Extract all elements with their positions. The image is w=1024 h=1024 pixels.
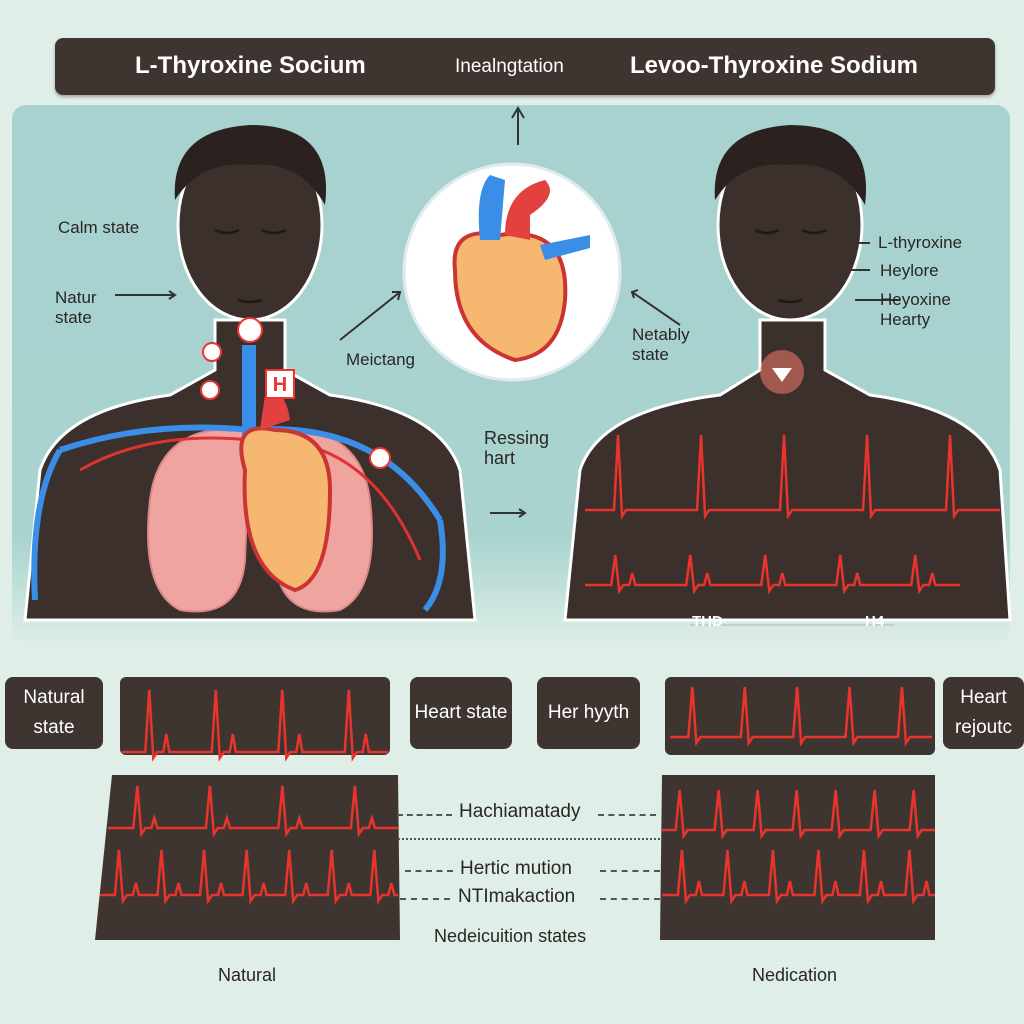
label-meictang: Meictang <box>346 350 415 369</box>
label-calm-state: Calm state <box>58 218 140 237</box>
x-marker-icon <box>202 342 222 362</box>
label-nedeicuition-states: Nedeicuition states <box>434 926 587 946</box>
dash-line <box>397 814 452 816</box>
axis-label-thd: THD <box>692 613 723 630</box>
box-her-hyyth: Her hyyth <box>537 677 640 749</box>
box-natural-state: Natural state <box>5 677 103 749</box>
h-marker-text: H <box>273 374 287 396</box>
axis-label-h4: H4 <box>865 613 885 630</box>
ecg-trace-right-body-1 <box>585 434 1000 520</box>
title-bar: L-Thyroxine Socium Inealngtation Levoo-T… <box>55 38 995 95</box>
left-title: L-Thyroxine Socium <box>135 52 366 79</box>
caption-nedication: Nedication <box>752 965 838 985</box>
arrow-icon <box>630 289 681 326</box>
label-netably-state: Netably state <box>632 325 690 364</box>
ecg-trace-medication-top <box>670 686 932 747</box>
label-heylore: Heylore <box>880 261 939 280</box>
ecg-trace-medication-mid <box>662 789 935 840</box>
ecg-trace-right-body-2 <box>585 554 960 595</box>
dash-line <box>600 870 660 872</box>
ecg-panel-medication-bottom <box>660 775 935 940</box>
center-title: Inealngtation <box>455 56 564 77</box>
label-hertic-mution: Hertic mution <box>460 858 572 879</box>
ecg-trace-natural-low <box>100 849 398 905</box>
arrow-icon <box>490 508 527 518</box>
box-heart-state: Heart state <box>410 677 512 749</box>
x-marker-icon <box>237 317 263 343</box>
dash-line <box>398 838 660 840</box>
arrow-icon <box>115 290 177 300</box>
ecg-trace-natural-mid <box>108 785 398 838</box>
dash-line <box>405 870 453 872</box>
label-natur-state: Natur state <box>55 288 97 327</box>
dash-line <box>600 898 660 900</box>
h-marker <box>265 369 295 399</box>
label-ntimakaction: NTImakaction <box>458 886 576 907</box>
label-heyoxine-hearty: Heyoxine Hearty <box>880 290 951 329</box>
dash-line <box>400 898 450 900</box>
arrow-icon <box>511 106 525 145</box>
x-marker-icon <box>200 380 220 400</box>
heart-illustration-left <box>239 392 333 593</box>
ecg-trace-natural-top <box>122 689 388 762</box>
ecg-trace-medication-low <box>662 849 935 905</box>
ecg-panel-natural-top <box>120 677 390 755</box>
label-l-thyroxine: L-thyroxine <box>878 233 963 252</box>
heart-circle <box>402 162 622 382</box>
marker-icon <box>369 447 391 469</box>
right-person <box>563 125 1012 622</box>
label-hachiamatady: Hachiamatady <box>459 801 581 822</box>
caption-natural: Natural <box>218 965 277 985</box>
label-resting-heart: Ressing hart <box>484 428 550 468</box>
dash-line <box>598 814 656 816</box>
right-title: Levoo-Thyroxine Sodium <box>630 52 919 79</box>
arrow-icon <box>339 291 402 341</box>
box-heart-rejoutc: Heart rejoutc <box>943 677 1024 749</box>
pointer-lines <box>850 242 900 301</box>
